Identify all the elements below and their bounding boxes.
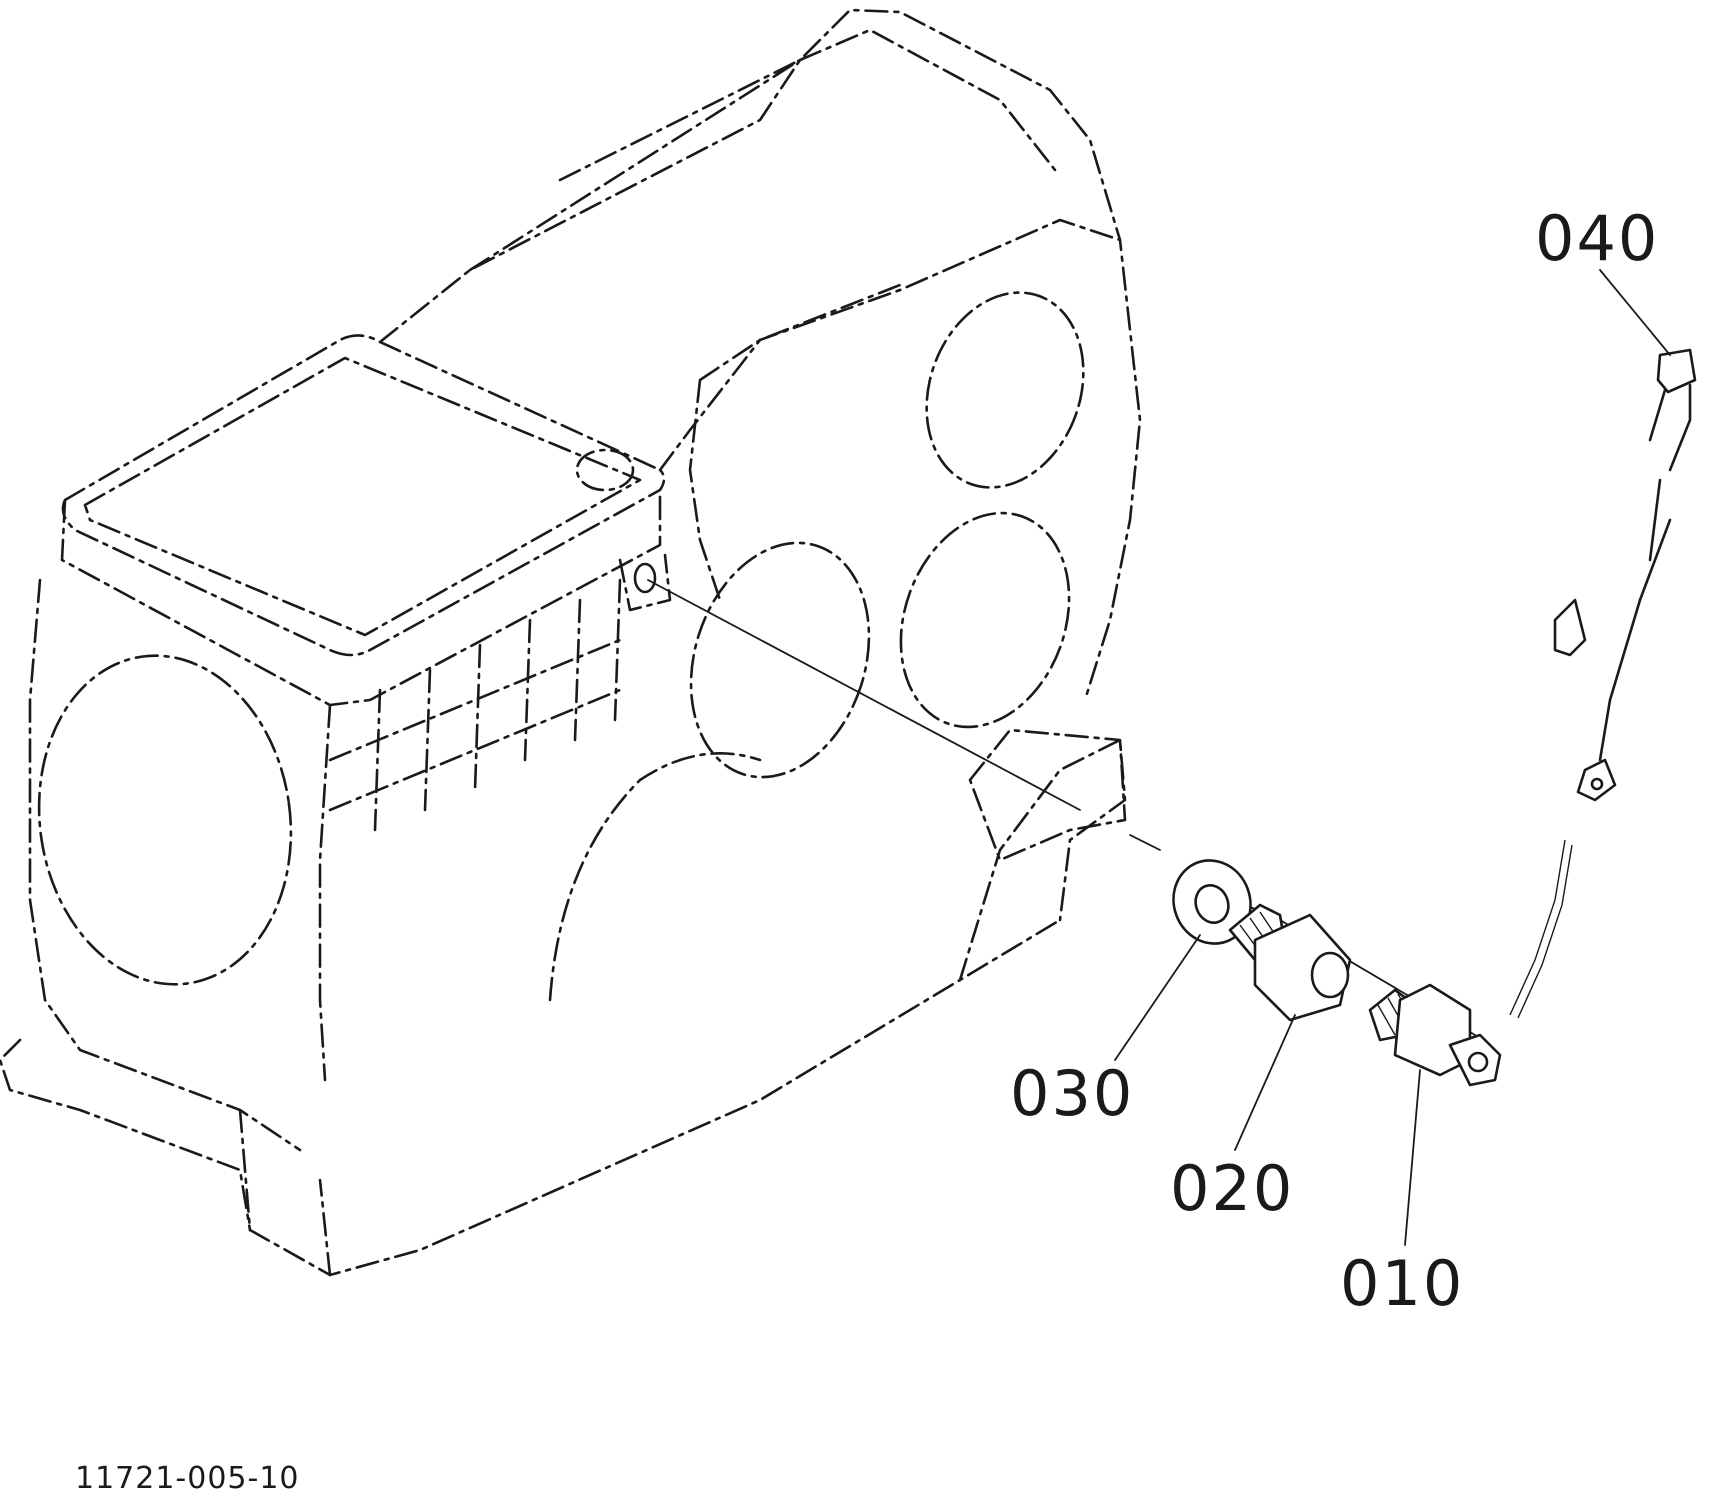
front-bore (37, 654, 293, 986)
callout-010: 010 (1340, 1247, 1464, 1320)
wire-segment-3 (1598, 598, 1642, 762)
washer-030 (1172, 859, 1252, 945)
port-boss-body (618, 553, 672, 612)
lower-curve (548, 752, 762, 1002)
port-hole (633, 562, 657, 594)
rear-bore-lower (899, 511, 1071, 729)
port-boss-outer (575, 448, 635, 492)
adapter-020 (1228, 903, 1352, 1022)
housing-bores (689, 291, 1085, 779)
wire-connector (1656, 348, 1697, 394)
washer-inner (1194, 884, 1230, 924)
port-boss (575, 448, 672, 612)
block-front-face (318, 703, 332, 1082)
callout-040: 040 (1535, 202, 1659, 275)
block-bottom-edge (238, 918, 1062, 1277)
block-lower-side (318, 738, 1127, 1277)
leader-040 (1599, 269, 1671, 356)
head-cover-inner (83, 356, 642, 637)
reference-code: 11721-005-10 (75, 1461, 300, 1494)
oil-pan-foot (0, 1038, 252, 1232)
rear-bore-upper (925, 291, 1085, 489)
leader-020 (1234, 1014, 1296, 1151)
wire-ring-hole (1590, 777, 1604, 791)
wire-segment-2 (1638, 478, 1672, 602)
leader-lines (1114, 269, 1671, 1246)
switch-terminal-nut (1467, 1051, 1489, 1073)
adapter-bore (1310, 951, 1350, 999)
engine-block-outline (0, 8, 1142, 1277)
wire-segment-1 (1648, 383, 1692, 472)
pressure-switch-010 (1368, 983, 1502, 1087)
rear-bore-left (689, 541, 871, 779)
flywheel-housing-top (378, 8, 1142, 702)
leader-010 (1404, 1069, 1421, 1246)
leader-030 (1114, 934, 1201, 1061)
mount-boss (968, 728, 1127, 862)
head-side-face (60, 488, 662, 707)
wire-sleeve (1553, 598, 1587, 657)
callout-030: 030 (1010, 1057, 1134, 1130)
callout-020: 020 (1170, 1152, 1294, 1225)
bell-flange (688, 283, 902, 602)
head-cover-outline (61, 334, 666, 657)
block-rib-band (328, 638, 622, 812)
wire-braid (1509, 839, 1573, 1019)
housing-front-edge (658, 218, 1122, 472)
lead-wire-040 (1509, 348, 1697, 1019)
flywheel-housing-ridge (468, 28, 1057, 272)
assembly-axis-line (647, 579, 1476, 1036)
block-ribs (373, 578, 622, 832)
